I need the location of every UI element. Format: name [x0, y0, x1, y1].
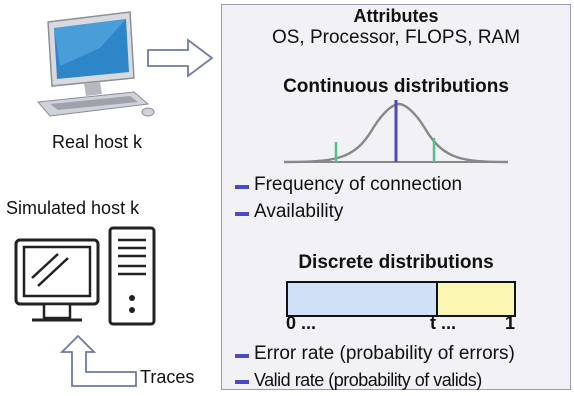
traces-arrow-icon	[59, 334, 137, 387]
discrete-item-error-rate: Error rate (probability of errors)	[254, 343, 515, 364]
bullet	[235, 354, 249, 358]
attributes-title: Attributes	[353, 6, 439, 26]
bullet	[235, 212, 249, 216]
discrete-bar-left	[286, 281, 438, 317]
attributes-list: OS, Processor, FLOPS, RAM	[271, 27, 521, 48]
discrete-axis-start: 0 ...	[286, 313, 317, 333]
discrete-item-valid-rate: Valid rate (probability of valids)	[254, 370, 482, 390]
traces-label: Traces	[140, 367, 195, 387]
real-host-label: Real host k	[52, 132, 143, 152]
arrow-right-icon	[147, 38, 214, 78]
bullet	[235, 185, 249, 189]
continuous-item-availability: Availability	[254, 201, 344, 222]
continuous-title: Continuous distributions	[283, 76, 509, 97]
attributes-panel	[221, 4, 571, 390]
discrete-title: Discrete distributions	[298, 252, 494, 273]
simulated-host-computer-icon	[14, 226, 156, 326]
real-host-computer-icon	[36, 11, 155, 117]
continuous-item-frequency: Frequency of connection	[254, 174, 463, 195]
bell-curve	[283, 100, 509, 164]
discrete-axis-mid: t ...	[430, 313, 456, 333]
discrete-axis-end: 1	[505, 313, 516, 333]
simulated-host-label: Simulated host k	[6, 198, 140, 218]
bullet	[235, 380, 249, 384]
discrete-bar-right	[436, 281, 516, 317]
